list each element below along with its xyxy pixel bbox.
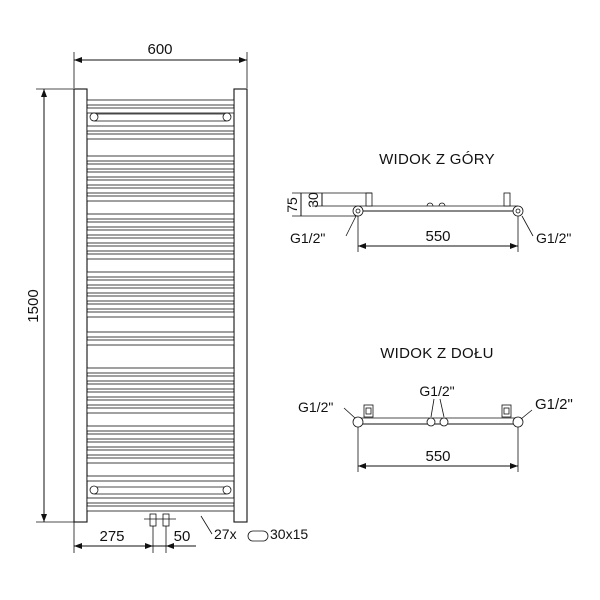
tube: [86, 441, 235, 448]
tube: [86, 497, 235, 504]
tube: [86, 187, 235, 194]
top-view-title: WIDOK Z GÓRY: [379, 151, 495, 168]
tube: [86, 399, 235, 406]
front-view: 600 1500: [25, 41, 308, 553]
tube: [86, 383, 235, 390]
pipe-offset-dimension: 275: [73, 522, 154, 553]
tube: [86, 171, 235, 178]
tube: [86, 195, 235, 202]
width-dimension: 600: [73, 41, 248, 88]
tube: [86, 107, 235, 114]
tube: [86, 331, 235, 338]
tube: [86, 213, 235, 220]
tube-section-icon: [247, 530, 269, 542]
bottom-brackets: [89, 485, 232, 495]
bottom-connection-pipes: [144, 513, 176, 527]
tube: [86, 505, 235, 512]
tube: [86, 245, 235, 252]
tube: [86, 375, 235, 382]
bottom-connection-left-label: G1/2": [298, 399, 333, 415]
tube: [86, 433, 235, 440]
tube: [86, 367, 235, 374]
tube: [86, 221, 235, 228]
depth-outer-label: 75: [284, 197, 300, 213]
tube: [86, 125, 235, 132]
tube: [86, 229, 235, 236]
pipe-spacing-label: 50: [174, 528, 191, 545]
tube: [86, 475, 235, 482]
tube: [86, 179, 235, 186]
bottom-view: WIDOK Z DOŁU G1/2" G1/2" G1/2" 550: [298, 345, 573, 472]
depth-inner-label: 30: [305, 192, 321, 208]
tube: [86, 457, 235, 464]
pipe-offset-label: 275: [99, 528, 124, 545]
top-connection-right-label: G1/2": [536, 230, 571, 246]
tube: [86, 303, 235, 310]
pipe-spacing-dimension: 50: [153, 526, 196, 553]
width-label: 600: [147, 41, 172, 58]
horizontal-tubes: [86, 99, 235, 512]
tube: [86, 425, 235, 432]
tube-size-label: 30x15: [270, 526, 308, 542]
tube: [86, 295, 235, 302]
right-collector: [233, 88, 248, 523]
height-label: 1500: [25, 289, 42, 322]
tube: [86, 449, 235, 456]
tube-callout: 27x 30x15: [200, 515, 308, 542]
tube: [86, 237, 235, 244]
tube: [86, 155, 235, 162]
bottom-connection-center-label: G1/2": [419, 383, 454, 399]
tube: [86, 253, 235, 260]
height-dimension: 1500: [25, 88, 80, 523]
tube: [86, 407, 235, 414]
top-connection-left-label: G1/2": [290, 230, 325, 246]
tube: [86, 133, 235, 140]
tube: [86, 391, 235, 398]
tube: [86, 99, 235, 106]
tube: [86, 311, 235, 318]
tube: [86, 287, 235, 294]
tube: [86, 163, 235, 170]
tube: [86, 271, 235, 278]
tube: [86, 339, 235, 346]
bottom-view-title: WIDOK Z DOŁU: [380, 345, 494, 362]
tube-count-label: 27x: [214, 526, 237, 542]
bottom-spacing-label: 550: [425, 448, 450, 465]
top-view: WIDOK Z GÓRY 75 30 G1/2" G1/2" 550: [284, 151, 571, 252]
top-brackets: [89, 112, 232, 122]
left-collector: [73, 88, 88, 523]
bottom-connection-right-label: G1/2": [535, 396, 573, 413]
top-spacing-label: 550: [425, 228, 450, 245]
tube: [86, 279, 235, 286]
